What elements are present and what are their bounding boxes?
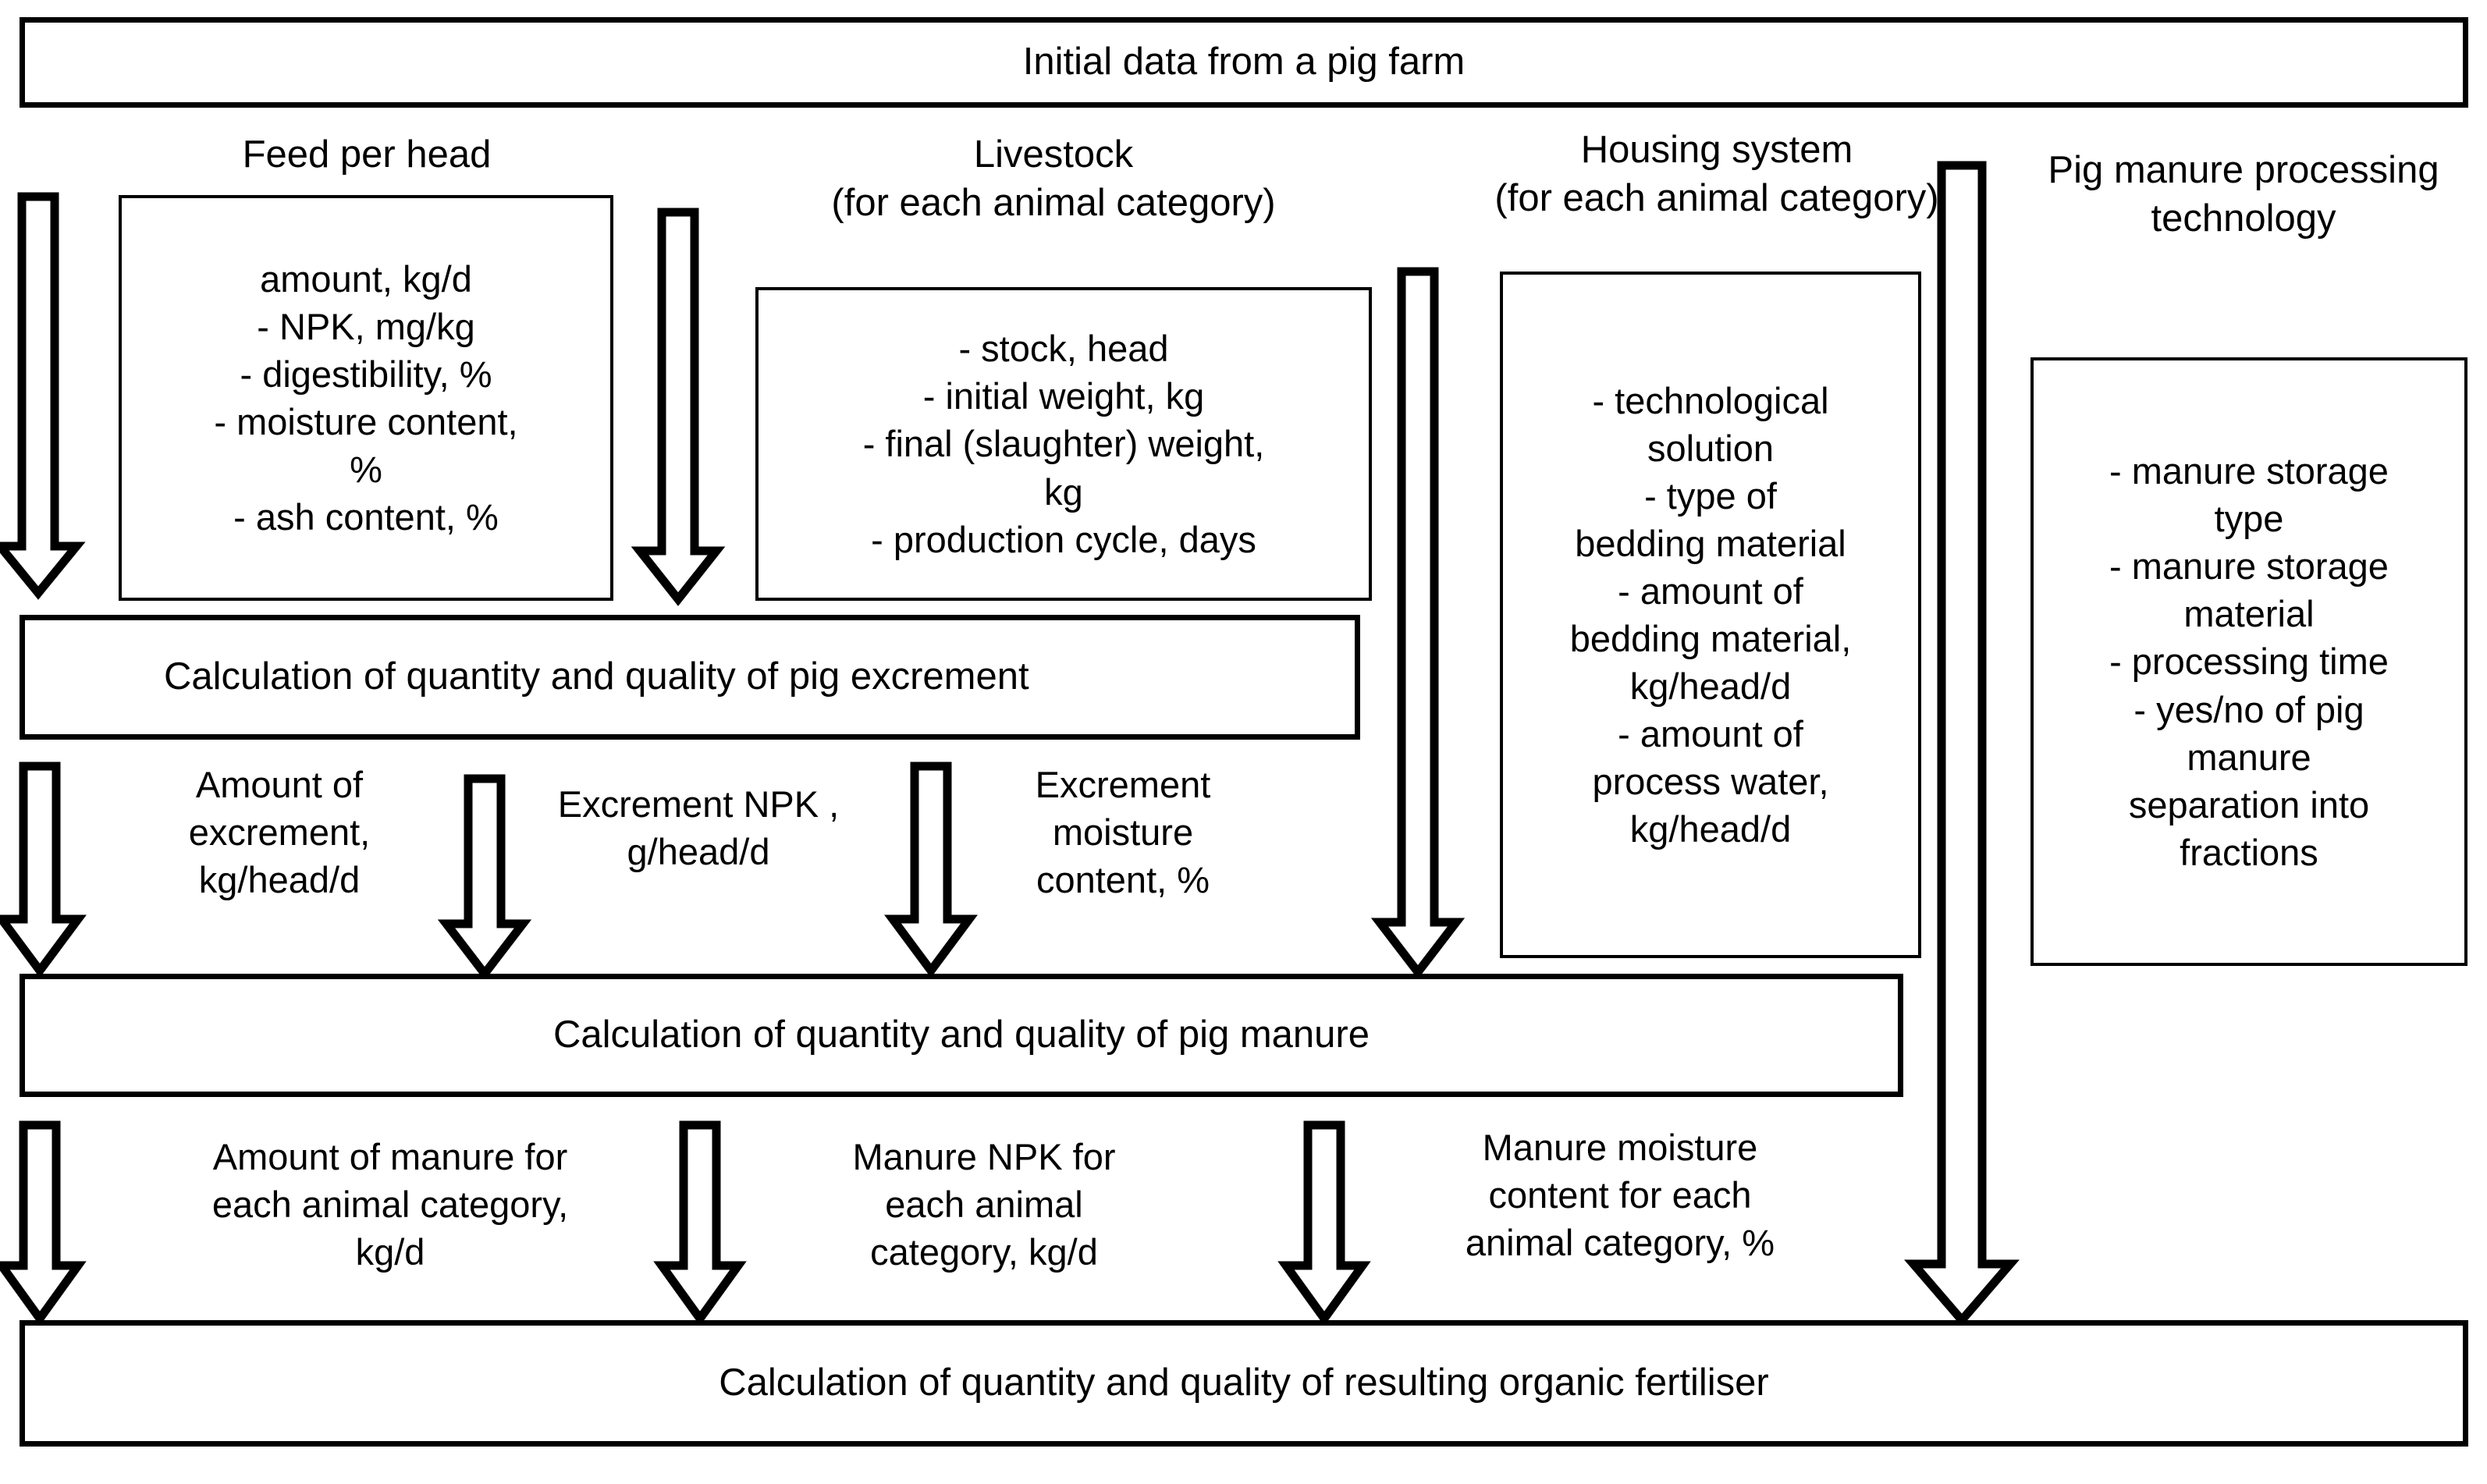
livestock-item: kg [1044, 470, 1083, 513]
manure-technology-box: - manure storage type - manure storage m… [2030, 357, 2467, 966]
manure-technology-item: material [2183, 593, 2315, 635]
livestock-item: - initial weight, kg [922, 375, 1205, 417]
livestock-box: - stock, head - initial weight, kg - fin… [755, 287, 1372, 601]
excrement-npk-line1: Excrement NPK , [557, 783, 840, 825]
manure-output-npk-label: Manure NPK for each animal category, kg/… [785, 1133, 1183, 1276]
livestock-item: - production cycle, days [871, 518, 1256, 560]
feed-group-title: Feed per head [140, 131, 593, 179]
manure-technology-item: - manure storage [2109, 545, 2389, 588]
excrement-moisture-line3: content, % [1036, 859, 1210, 901]
manure-output-moisture-label: Manure moisture content for each animal … [1402, 1124, 1839, 1266]
housing-title-line2: (for each animal category) [1494, 176, 1939, 219]
initial-data-label: Initial data from a pig farm [1022, 41, 1466, 83]
manure-output-amount-label: Amount of manure for each animal categor… [133, 1133, 648, 1276]
arrow-excrement-npk [437, 774, 532, 982]
excrement-moisture-line2: moisture [1052, 811, 1194, 854]
excrement-calculation-box: Calculation of quantity and quality of p… [20, 615, 1360, 740]
housing-item: - amount of [1618, 570, 1803, 612]
manure-calculation-label: Calculation of quantity and quality of p… [553, 1014, 1370, 1056]
housing-title-line1: Housing system [1580, 129, 1853, 171]
manure-amount-line2: each animal category, [211, 1184, 569, 1226]
housing-item: bedding material, [1569, 618, 1852, 659]
arrow-excrement-moisture [884, 762, 978, 978]
manure-technology-title-line1: Pig manure processing [2048, 149, 2439, 191]
fertiliser-calculation-box: Calculation of quantity and quality of r… [20, 1320, 2468, 1447]
housing-item: - technological [1592, 379, 1829, 421]
excrement-output-amount-label: Amount of excrement, kg/head/d [139, 761, 420, 904]
manure-technology-item: - yes/no of pig [2133, 688, 2364, 730]
arrow-initial-to-excrement-livestock [631, 208, 726, 606]
feed-item: % [350, 449, 382, 491]
arrow-initial-to-manure-housing [1370, 267, 1466, 980]
arrow-initial-to-excrement-feed [0, 192, 86, 600]
excrement-npk-line2: g/head/d [627, 831, 770, 873]
livestock-item: - stock, head [958, 328, 1169, 370]
manure-technology-item: fractions [2180, 831, 2318, 873]
housing-item: process water, [1592, 761, 1829, 803]
housing-item: kg/head/d [1629, 666, 1792, 708]
fertiliser-calculation-label: Calculation of quantity and quality of r… [719, 1362, 1769, 1404]
manure-technology-group-title: Pig manure processing technology [2006, 147, 2482, 243]
livestock-title-line2: (for each animal category) [831, 181, 1276, 224]
manure-technology-item: separation into [2128, 783, 2370, 825]
feed-item: - ash content, % [233, 496, 499, 538]
manure-technology-title-line2: technology [2151, 197, 2336, 240]
excrement-amount-line2: excrement, [188, 811, 371, 854]
manure-moisture-line1: Manure moisture [1482, 1127, 1758, 1168]
manure-amount-line1: Amount of manure for [212, 1136, 568, 1177]
feed-item: - digestibility, % [240, 353, 492, 395]
livestock-group-title: Livestock (for each animal category) [741, 131, 1366, 227]
manure-npk-line3: category, kg/d [870, 1231, 1098, 1273]
manure-technology-item: - processing time [2109, 641, 2389, 683]
arrow-manure-npk [653, 1120, 747, 1326]
excrement-moisture-line1: Excrement [1035, 764, 1211, 805]
feed-item: - moisture content, [214, 401, 518, 442]
arrow-excrement-amount [0, 762, 87, 978]
manure-technology-item: manure [2187, 736, 2311, 778]
initial-data-box: Initial data from a pig farm [20, 17, 2468, 108]
manure-calculation-box: Calculation of quantity and quality of p… [20, 974, 1903, 1097]
housing-group-title: Housing system (for each animal category… [1436, 126, 1998, 222]
manure-moisture-line3: animal category, % [1465, 1222, 1775, 1264]
feed-item: amount, kg/d [260, 257, 472, 300]
livestock-item: - final (slaughter) weight, [862, 423, 1265, 465]
livestock-title-line1: Livestock [973, 133, 1134, 176]
housing-system-box: - technological solution - type of beddi… [1500, 272, 1921, 958]
excrement-amount-line3: kg/head/d [198, 859, 361, 901]
housing-item: - type of [1644, 474, 1777, 517]
arrow-initial-to-fertiliser-technology [1904, 161, 2020, 1327]
manure-npk-line1: Manure NPK for [852, 1136, 1116, 1177]
housing-item: solution [1647, 427, 1774, 469]
arrow-manure-moisture [1277, 1120, 1371, 1326]
manure-amount-line3: kg/d [355, 1231, 425, 1273]
feed-title-line: Feed per head [242, 133, 492, 176]
housing-item: - amount of [1618, 713, 1803, 755]
manure-technology-item: - manure storage [2109, 450, 2389, 492]
feed-item: - NPK, mg/kg [257, 305, 475, 347]
feed-per-head-box: amount, kg/d - NPK, mg/kg - digestibilit… [119, 195, 613, 601]
manure-moisture-line2: content for each [1488, 1174, 1752, 1216]
housing-item: bedding material [1575, 522, 1846, 564]
excrement-output-npk-label: Excrement NPK , g/head/d [538, 780, 858, 875]
housing-item: kg/head/d [1629, 808, 1792, 850]
arrow-manure-amount [0, 1120, 87, 1326]
excrement-amount-line1: Amount of [195, 764, 364, 805]
manure-npk-line2: each animal [885, 1184, 1083, 1226]
excrement-calculation-label: Calculation of quantity and quality of p… [164, 655, 1029, 698]
manure-technology-item: type [2214, 498, 2284, 540]
excrement-output-moisture-label: Excrement moisture content, % [994, 761, 1252, 904]
